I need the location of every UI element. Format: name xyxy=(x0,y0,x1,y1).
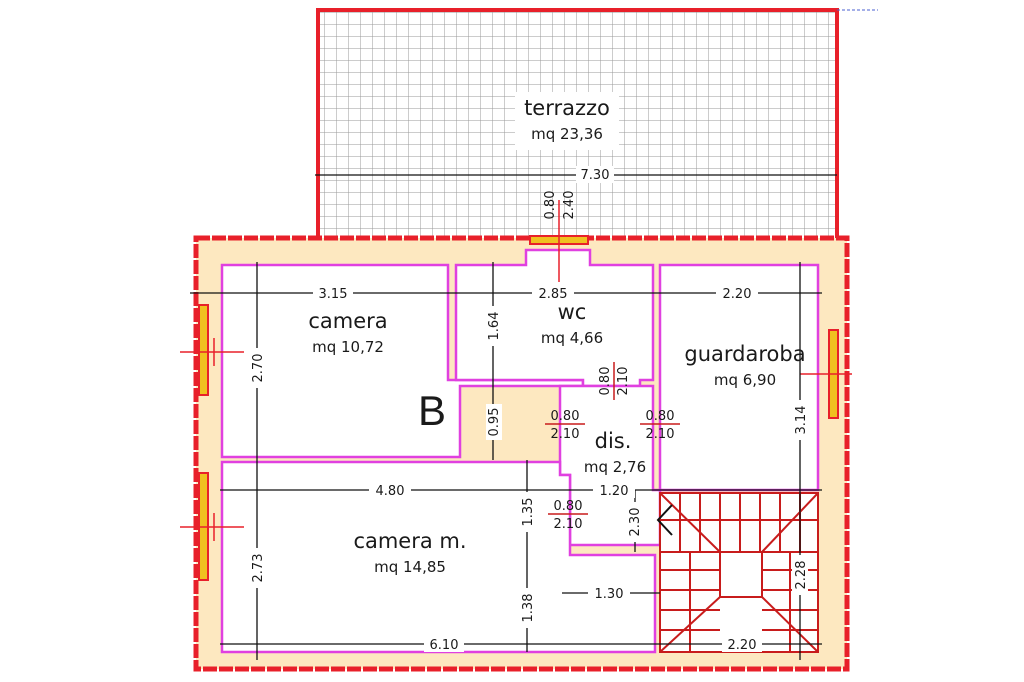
dim-guardaroba-width: 2.20 xyxy=(723,287,752,302)
dim-camera-m-bottom: 6.10 xyxy=(430,638,459,653)
label-guardaroba-area: mq 6,90 xyxy=(714,371,776,389)
door-wc-height: 2.10 xyxy=(616,367,631,396)
room-camera-m xyxy=(220,460,657,654)
label-camera-name: camera xyxy=(308,309,387,333)
dim-terrazzo-width: 7.30 xyxy=(581,168,610,183)
staircase xyxy=(656,492,819,653)
label-guardaroba-name: guardaroba xyxy=(684,342,805,366)
rooms xyxy=(220,248,820,654)
door-wc-width: 0.80 xyxy=(598,367,613,396)
door-guardaroba-width: 0.80 xyxy=(646,409,675,424)
dim-camera-m-width: 4.80 xyxy=(376,484,405,499)
room-wc xyxy=(454,248,655,388)
dim-guardaroba-height: 3.14 xyxy=(794,406,809,435)
dim-camera-m-height: 2.73 xyxy=(251,554,266,583)
dim-closet-lower: 1.38 xyxy=(521,594,536,623)
labels: terrazzo mq 23,36 camera mq 10,72 wc mq … xyxy=(250,96,809,653)
windows xyxy=(180,200,852,581)
dim-wc-width: 2.85 xyxy=(539,287,568,302)
door-camera-m-height: 2.10 xyxy=(554,517,583,532)
label-camera-m-area: mq 14,85 xyxy=(374,558,446,576)
label-wc-name: wc xyxy=(558,300,587,324)
dim-stair-height: 2.28 xyxy=(794,561,809,590)
dim-dis-width: 1.20 xyxy=(600,484,629,499)
dim-camera-height: 2.70 xyxy=(251,354,266,383)
label-camera-area: mq 10,72 xyxy=(312,338,384,356)
label-camera-m-name: camera m. xyxy=(353,529,466,553)
door-camera-height: 2.10 xyxy=(551,427,580,442)
dim-stair-width: 2.20 xyxy=(728,638,757,653)
door-terrazzo-height: 2.40 xyxy=(562,191,577,220)
door-markers xyxy=(545,362,680,515)
door-guardaroba-height: 2.10 xyxy=(646,427,675,442)
label-terrazzo-area: mq 23,36 xyxy=(531,125,603,143)
label-dis-name: dis. xyxy=(595,429,632,453)
dim-closet-width: 1.30 xyxy=(595,587,624,602)
dim-wc-height: 1.64 xyxy=(487,312,502,341)
dim-closet-upper: 1.35 xyxy=(521,498,536,527)
door-terrazzo-width: 0.80 xyxy=(543,191,558,220)
window-camera xyxy=(198,304,209,396)
label-wc-area: mq 4,66 xyxy=(541,329,603,347)
dim-camera-width: 3.15 xyxy=(319,287,348,302)
door-camera-m-width: 0.80 xyxy=(554,499,583,514)
dim-dis-depth: 2.30 xyxy=(628,508,643,537)
terrace xyxy=(316,8,878,238)
label-dis-area: mq 2,76 xyxy=(584,458,646,476)
label-terrazzo-name: terrazzo xyxy=(524,96,610,120)
dim-dis-segment: 0.95 xyxy=(487,408,502,437)
door-camera-width: 0.80 xyxy=(551,409,580,424)
unit-label: B xyxy=(418,387,446,434)
